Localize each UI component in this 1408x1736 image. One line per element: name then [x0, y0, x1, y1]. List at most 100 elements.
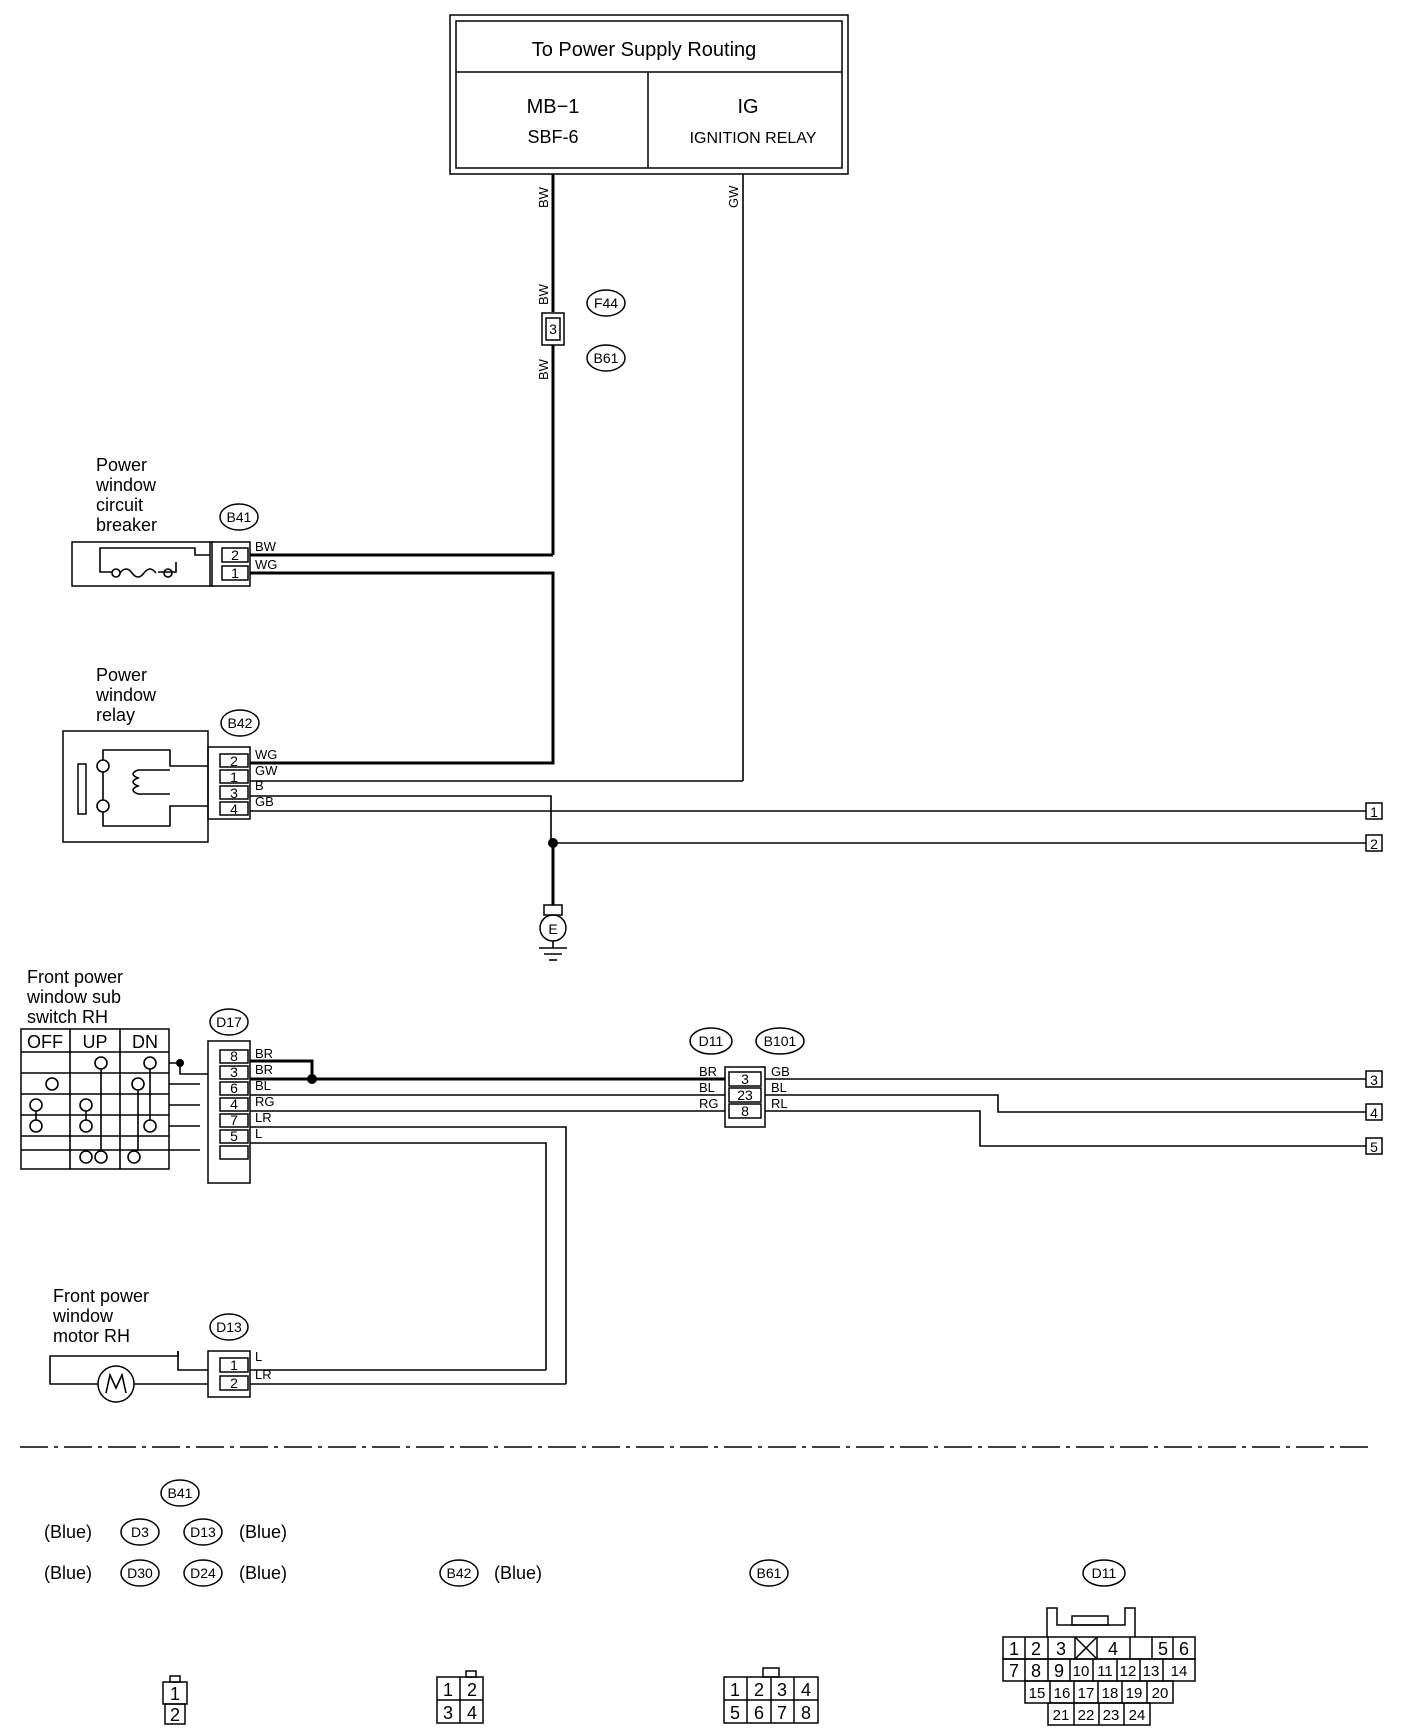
- breaker-label-1: Power: [96, 455, 147, 475]
- connector-f44-label: F44: [594, 295, 618, 311]
- svg-text:9: 9: [1054, 1661, 1064, 1681]
- wire-label-gw-top: GW: [726, 185, 741, 208]
- svg-text:16: 16: [1054, 1685, 1071, 1702]
- relay-pin-3: 3: [230, 785, 238, 801]
- svg-text:7: 7: [1009, 1661, 1019, 1681]
- front-power-window-motor-rh: Front power window motor RH 1 2 D13 L LR: [49, 1286, 566, 1403]
- svg-text:3: 3: [777, 1680, 787, 1700]
- svg-text:12: 12: [1120, 1663, 1137, 1680]
- svg-text:4: 4: [1108, 1639, 1118, 1659]
- connector-d11-b101: D11 B101 3 23 8 BR BL RG GB BL RL: [689, 1027, 805, 1128]
- svg-text:4: 4: [801, 1680, 811, 1700]
- svg-text:2: 2: [1370, 836, 1378, 852]
- wire-label-bw-top: BW: [536, 186, 551, 208]
- svg-text:10: 10: [1073, 1663, 1090, 1680]
- wg-wire: [250, 571, 555, 765]
- wire-label-gb-b101: GB: [771, 1064, 790, 1079]
- svg-text:8: 8: [1031, 1661, 1041, 1681]
- motor-label-2: window: [52, 1306, 114, 1326]
- svg-text:2: 2: [467, 1680, 477, 1700]
- wire-label-bw-breaker: BW: [255, 539, 277, 554]
- wire-label-bl-b101: BL: [771, 1080, 787, 1095]
- ignition-relay-label: IGNITION RELAY: [690, 130, 817, 147]
- relay-output-wires: [250, 795, 1366, 905]
- legend-d30-id: D30: [127, 1565, 153, 1581]
- switch-label-1: Front power: [27, 967, 123, 987]
- wire-label-rl-b101: RL: [771, 1096, 788, 1111]
- legend-blue-d13: (Blue): [239, 1522, 287, 1542]
- wire-label-l-d13: L: [255, 1349, 262, 1364]
- svg-text:5: 5: [1370, 1139, 1378, 1155]
- d13-pin-1: 1: [230, 1357, 238, 1373]
- connector-legend: B41 (Blue) D3 D13 (Blue) (Blue) D30 D24 …: [44, 1479, 1196, 1726]
- offpage-marker-4: 4: [1365, 1103, 1383, 1121]
- bw-trunk-wire: BW BW BW: [250, 174, 555, 557]
- d11-pin-3: 3: [741, 1071, 749, 1087]
- breaker-pin-2: 2: [231, 547, 239, 563]
- legend-24pin-connector: 1 2 3 4 5 6 7 8 9 10 11 12 13 14 15 16 1…: [1002, 1607, 1196, 1726]
- inline-connector-f44-b61: 3 F44 B61: [541, 289, 626, 372]
- svg-text:6: 6: [754, 1703, 764, 1723]
- svg-text:17: 17: [1078, 1685, 1095, 1702]
- svg-text:1: 1: [443, 1680, 453, 1700]
- front-power-window-sub-switch-rh: Front power window sub switch RH OFF UP …: [20, 967, 275, 1184]
- connector-b42-label: B42: [228, 715, 253, 731]
- legend-blue-d3: (Blue): [44, 1522, 92, 1542]
- switch-label-3: switch RH: [27, 1007, 108, 1027]
- svg-text:22: 22: [1078, 1707, 1095, 1724]
- connector-d17-label: D17: [216, 1014, 242, 1030]
- svg-text:6: 6: [1179, 1639, 1189, 1659]
- d17-pin-5: 5: [230, 1128, 238, 1144]
- d17-to-d11-wires: [250, 1059, 725, 1384]
- wire-label-l-d17: L: [255, 1126, 262, 1141]
- wire-label-b-relay: B: [255, 778, 264, 793]
- svg-text:1: 1: [730, 1680, 740, 1700]
- svg-text:19: 19: [1126, 1685, 1143, 1702]
- ig-label: IG: [737, 96, 758, 118]
- legend-blue-d30: (Blue): [44, 1563, 92, 1583]
- svg-text:1: 1: [1370, 804, 1378, 820]
- power-supply-title: To Power Supply Routing: [532, 39, 757, 61]
- svg-text:7: 7: [777, 1703, 787, 1723]
- sbf6-label: SBF-6: [527, 127, 578, 147]
- breaker-label-4: breaker: [96, 515, 157, 535]
- wire-label-rg-d11: RG: [699, 1096, 719, 1111]
- legend-2pin-connector: 1 2: [162, 1675, 188, 1725]
- wire-label-rg-d17: RG: [255, 1094, 275, 1109]
- d17-pin-6: 6: [230, 1080, 238, 1096]
- svg-text:3: 3: [1056, 1639, 1066, 1659]
- d11-pin-8: 8: [741, 1103, 749, 1119]
- relay-label-3: relay: [96, 705, 135, 725]
- connector-d11-label: D11: [699, 1033, 724, 1049]
- legend-d3-id: D3: [131, 1524, 149, 1540]
- svg-text:8: 8: [801, 1703, 811, 1723]
- ground-symbol: E: [539, 904, 567, 961]
- b101-output-wires: [765, 1078, 1366, 1147]
- legend-b61-id: B61: [757, 1565, 782, 1581]
- breaker-pin-1: 1: [231, 565, 239, 581]
- d17-pin-8: 8: [230, 1048, 238, 1064]
- wire-label-wg-relay: WG: [255, 747, 277, 762]
- wire-label-gb-relay: GB: [255, 794, 274, 809]
- d17-pin-4: 4: [230, 1096, 238, 1112]
- relay-pin-1: 1: [230, 769, 238, 785]
- svg-text:18: 18: [1102, 1685, 1119, 1702]
- wire-label-br-d11: BR: [699, 1064, 717, 1079]
- switch-label-2: window sub: [26, 987, 121, 1007]
- legend-d11-id: D11: [1092, 1565, 1117, 1581]
- svg-text:23: 23: [1103, 1707, 1120, 1724]
- relay-pin-2: 2: [230, 753, 238, 769]
- svg-text:5: 5: [1158, 1639, 1168, 1659]
- relay-label-1: Power: [96, 665, 147, 685]
- offpage-marker-1: 1: [1365, 802, 1383, 820]
- wire-label-bl-d11: BL: [699, 1080, 715, 1095]
- breaker-label-2: window: [95, 475, 157, 495]
- switch-header-off: OFF: [27, 1032, 63, 1052]
- svg-text:13: 13: [1143, 1663, 1160, 1680]
- svg-text:2: 2: [170, 1705, 180, 1725]
- pin-3-f44: 3: [549, 321, 557, 337]
- svg-text:15: 15: [1029, 1685, 1046, 1702]
- power-window-relay: Power window relay 2 1 3 4 B42 WG GW B G…: [62, 665, 278, 843]
- svg-text:24: 24: [1129, 1707, 1146, 1724]
- connector-b101-label: B101: [764, 1033, 797, 1049]
